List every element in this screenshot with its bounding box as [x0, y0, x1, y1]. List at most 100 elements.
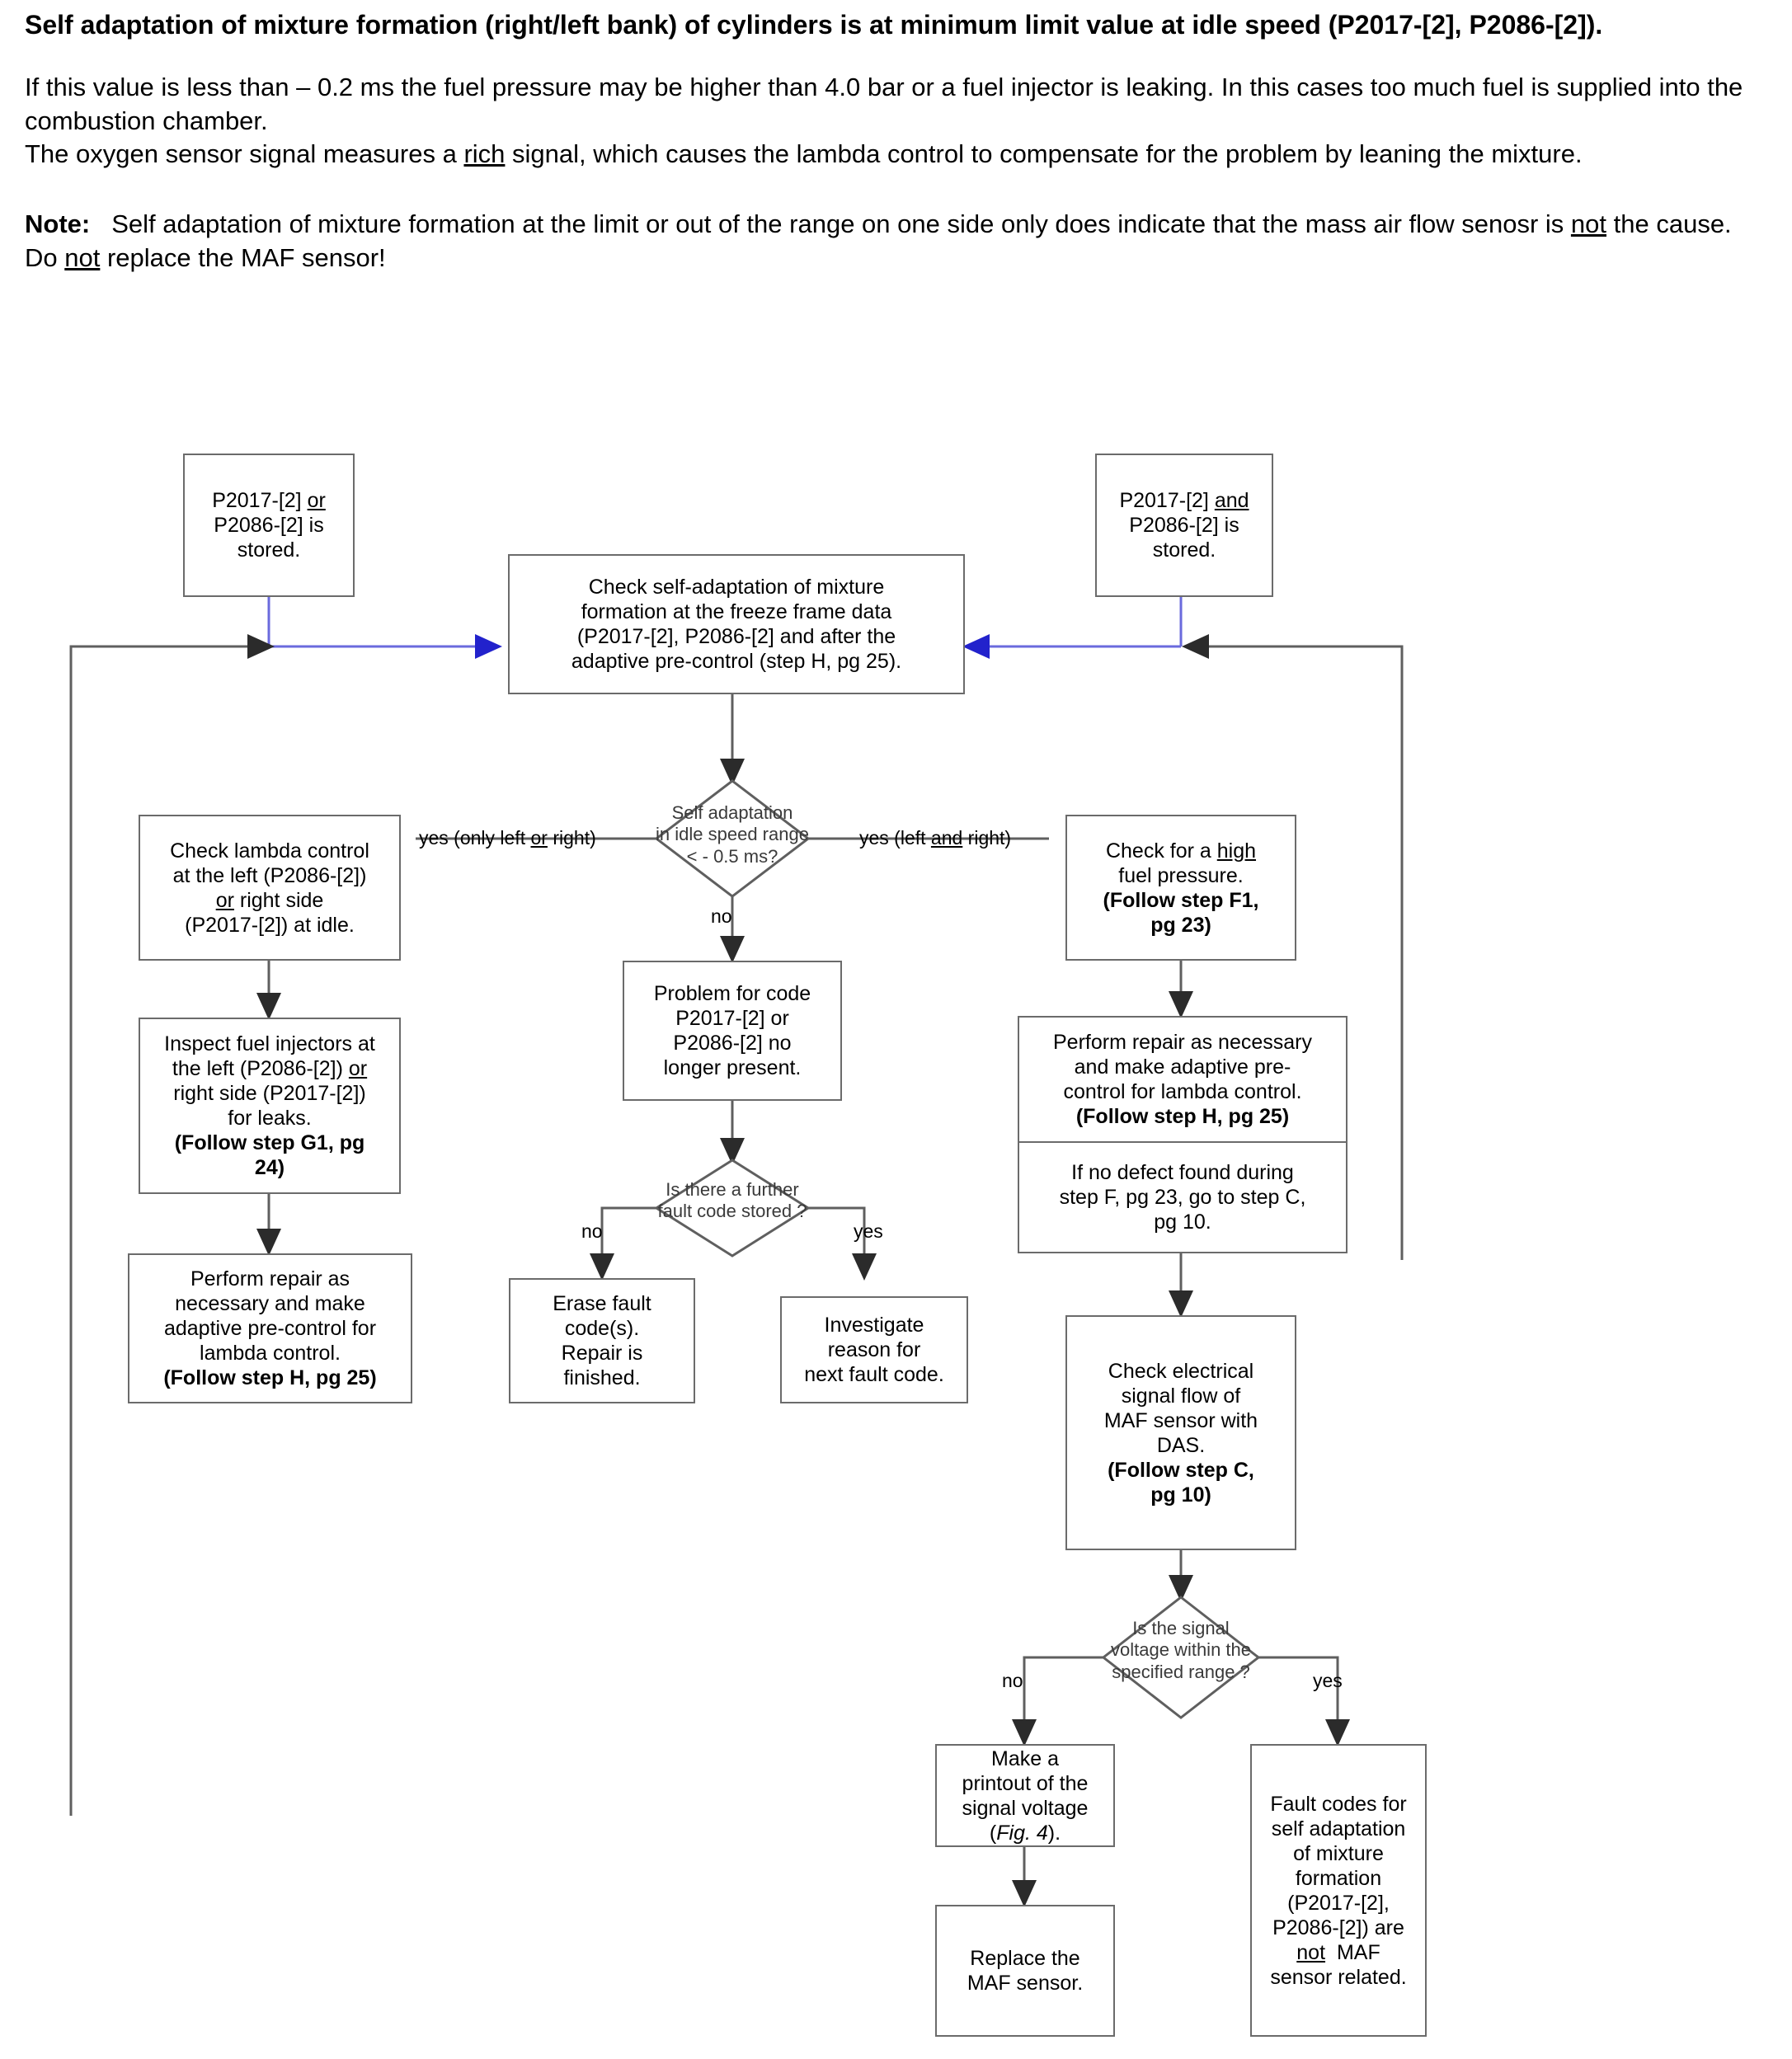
node-line: Repair is	[561, 1342, 643, 1365]
edge-label-no-voltage: no	[1002, 1670, 1023, 1691]
node-check-lambda-control[interactable]: Check lambda control at the left (P2086-…	[139, 815, 401, 961]
node-line: not MAF	[1296, 1940, 1380, 1964]
paragraph-2-emphasis: rich	[463, 139, 506, 169]
node-line: at the left (P2086-[2])	[172, 863, 367, 887]
node-line: P2086-[2] no	[673, 1032, 792, 1055]
edge-label-yes-left-and-right: yes (left and right)	[859, 827, 1011, 849]
node-line-bold: (Follow step H, pg 25)	[163, 1366, 377, 1389]
note-c: replace the MAF sensor!	[100, 243, 386, 273]
decision-self-adaptation-shape[interactable]	[654, 778, 811, 899]
node-line: printout of the	[962, 1771, 1089, 1795]
node-check-electrical-signal-flow[interactable]: Check electrical signal flow of MAF sens…	[1065, 1315, 1296, 1550]
node-line: reason for	[827, 1338, 921, 1361]
node-line: control for lambda control.	[1063, 1080, 1302, 1103]
node-make-printout[interactable]: Make a printout of the signal voltage (F…	[935, 1744, 1115, 1847]
decision-further-fault-shape[interactable]	[654, 1158, 811, 1260]
node-line: code(s).	[564, 1317, 640, 1340]
edge-label-yes-only-left-or-right: yes (only left or right)	[419, 827, 596, 849]
edge-label-no-further: no	[581, 1220, 603, 1242]
node-line: signal voltage	[962, 1796, 1089, 1820]
node-line: adaptive pre-control (step H, pg 25).	[571, 650, 902, 673]
node-line: formation	[1295, 1866, 1382, 1890]
node-line: signal flow of	[1121, 1384, 1241, 1408]
decision-signal-voltage-label: Is the signal voltage within the specifi…	[1082, 1618, 1280, 1683]
note-block: Note: Self adaptation of mixture formatio…	[25, 208, 1765, 275]
edge-text-emphasis: or	[530, 827, 548, 849]
flowchart-connectors	[69, 597, 1404, 1907]
node-line: longer present.	[663, 1056, 802, 1079]
node-check-high-fuel-pressure[interactable]: Check for a high fuel pressure. (Follow …	[1065, 815, 1296, 961]
node-cell-no-defect: If no defect found during step F, pg 23,…	[1019, 1143, 1346, 1252]
node-line-bold: (Follow step C,	[1108, 1458, 1254, 1482]
node-line: (P2017-[2], P2086-[2] and after the	[576, 625, 896, 648]
node-line: and make adaptive pre-	[1074, 1055, 1291, 1079]
node-investigate-reason[interactable]: Investigate reason for next fault code.	[780, 1296, 968, 1403]
note-b: the cause. Do	[25, 209, 1732, 273]
node-line: Check self-adaptation of mixture	[588, 576, 885, 599]
paragraph-2-b: signal, which causes the lambda control …	[505, 139, 1583, 169]
node-line: adaptive pre-control for	[163, 1317, 377, 1340]
decision-line: Is there a further	[666, 1179, 799, 1200]
note-a: Self adaptation of mixture formation at …	[111, 209, 1571, 239]
edge-text: right)	[962, 827, 1012, 849]
node-line: for leaks.	[228, 1107, 312, 1130]
node-line: P2017-[2] or	[675, 1007, 789, 1030]
node-line: Check for a high	[1105, 839, 1257, 863]
node-problem-no-longer-present[interactable]: Problem for code P2017-[2] or P2086-[2] …	[623, 961, 842, 1101]
node-cell-repair: Perform repair as necessary and make ada…	[1019, 1018, 1346, 1143]
node-line-bold: 24)	[254, 1156, 285, 1179]
note-emphasis-1: not	[1570, 209, 1607, 239]
node-line: Perform repair as necessary	[1052, 1031, 1312, 1054]
node-line: Problem for code	[653, 982, 811, 1005]
decision-further-fault-label: Is there a further fault code stored ?	[633, 1179, 831, 1223]
edge-label-yes-voltage: yes	[1313, 1670, 1343, 1691]
flowchart: P2017-[2] or P2086-[2] is stored. P2017-…	[0, 429, 1792, 2059]
node-start-left[interactable]: P2017-[2] or P2086-[2] is stored.	[183, 454, 355, 597]
node-line: finished.	[563, 1366, 641, 1389]
decision-line: fault code stored ?	[657, 1201, 807, 1222]
decision-self-adaptation-label: Self adaptation in idle speed range < - …	[642, 802, 823, 867]
decision-line: in idle speed range	[656, 824, 809, 845]
node-line-bold: pg 10)	[1150, 1483, 1211, 1507]
node-line: (P2017-[2]) at idle.	[185, 913, 355, 937]
node-replace-maf-sensor[interactable]: Replace the MAF sensor.	[935, 1905, 1115, 2037]
edge-text: yes (left	[859, 827, 931, 849]
node-line: Fault codes for	[1270, 1792, 1407, 1816]
node-line: P2086-[2]) are	[1272, 1916, 1404, 1939]
node-line: step F, pg 23, go to step C,	[1059, 1186, 1306, 1209]
decision-line: < - 0.5 ms?	[686, 845, 778, 867]
node-line: (P2017-[2],	[1287, 1891, 1390, 1915]
node-perform-repair-left[interactable]: Perform repair as necessary and make ada…	[128, 1253, 412, 1403]
node-line: Replace the	[970, 1947, 1080, 1970]
node-line: stored.	[237, 538, 301, 562]
decision-signal-voltage-shape[interactable]	[1101, 1595, 1261, 1720]
node-line: or right side	[215, 888, 324, 912]
node-line: formation at the freeze frame data	[581, 600, 892, 623]
node-line: MAF sensor.	[967, 1972, 1084, 1995]
node-line: DAS.	[1156, 1433, 1206, 1457]
node-start-right[interactable]: P2017-[2] and P2086-[2] is stored.	[1095, 454, 1273, 597]
note-label: Note:	[25, 209, 91, 239]
decision-line: Is the signal	[1132, 1618, 1230, 1638]
node-perform-repair-right[interactable]: Perform repair as necessary and make ada…	[1018, 1016, 1348, 1253]
node-line: necessary and make	[175, 1292, 365, 1315]
node-fault-codes-not-maf-related[interactable]: Fault codes for self adaptation of mixtu…	[1250, 1744, 1427, 2037]
node-erase-fault-codes[interactable]: Erase fault code(s). Repair is finished.	[509, 1278, 695, 1403]
node-inspect-injectors[interactable]: Inspect fuel injectors at the left (P208…	[139, 1018, 401, 1194]
node-line: right side (P2017-[2])	[173, 1082, 366, 1105]
node-check-freeze-frame[interactable]: Check self-adaptation of mixture formati…	[508, 554, 965, 694]
node-line: Inspect fuel injectors at	[164, 1032, 375, 1055]
node-line: If no defect found during	[1071, 1161, 1294, 1184]
node-line-bold: (Follow step G1, pg	[174, 1131, 365, 1154]
node-line: the left (P2086-[2]) or	[172, 1057, 368, 1080]
node-line-figure: (Fig. 4).	[989, 1821, 1061, 1845]
node-line: Make a	[991, 1746, 1059, 1770]
edge-label-yes-further: yes	[854, 1220, 883, 1242]
node-line: P2017-[2] or	[212, 489, 326, 512]
paragraph-2: The oxygen sensor signal measures a rich…	[25, 138, 1765, 172]
node-line: P2086-[2] is	[1129, 514, 1239, 537]
node-line: pg 10.	[1154, 1210, 1211, 1234]
page-title: Self adaptation of mixture formation (ri…	[25, 10, 1603, 40]
node-line-bold: (Follow step F1,	[1103, 888, 1259, 912]
